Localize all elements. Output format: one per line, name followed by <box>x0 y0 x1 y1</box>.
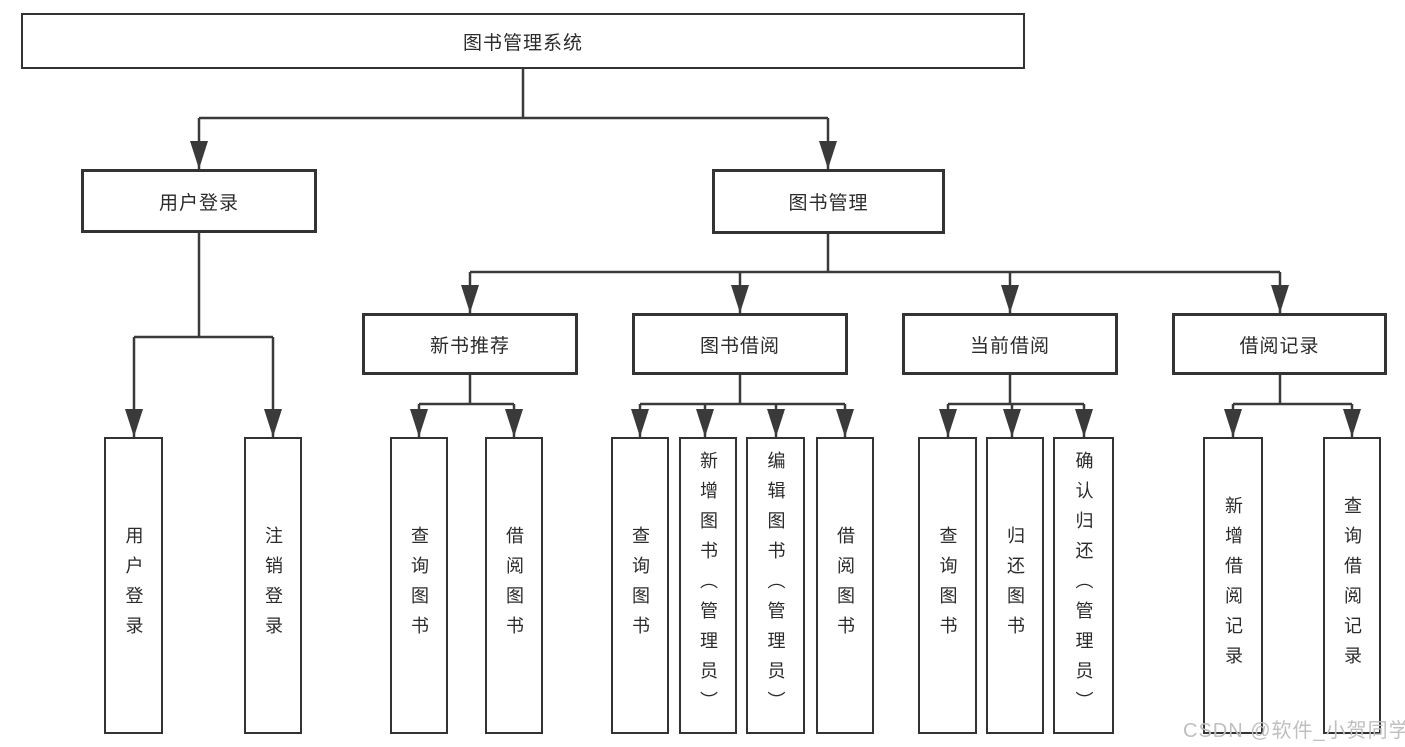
leaf-return-book: 归还图书 <box>986 437 1044 734</box>
leaf-logout: 注销登录 <box>244 437 302 734</box>
leaf-label: 用户登录 <box>123 525 144 646</box>
node-new-book-recommendation: 新书推荐 <box>362 313 578 375</box>
node-library-management-system: 图书管理系统 <box>21 13 1025 69</box>
connector-book-mgmt-to-modules <box>461 234 1289 313</box>
leaf-label: 新增借阅记录 <box>1223 495 1243 676</box>
leaf-query-borrow-record: 查询借阅记录 <box>1323 437 1381 734</box>
leaf-edit-book-admin: 编辑图书（管理员） <box>746 437 805 734</box>
connector-borrow-records-to-leaves <box>1224 375 1361 437</box>
leaf-label: 查询图书 <box>409 525 429 646</box>
leaf-add-book-admin: 新增图书（管理员） <box>679 437 737 734</box>
leaf-label: 借阅图书 <box>835 525 855 646</box>
connector-root-to-branches <box>190 69 837 169</box>
node-book-management-branch: 图书管理 <box>712 169 945 234</box>
leaf-label: 新增图书（管理员） <box>698 450 718 721</box>
node-user-login-branch: 用户登录 <box>81 169 317 233</box>
node-label: 用户登录 <box>158 192 239 214</box>
connector-current-borrow-to-leaves <box>939 375 1093 437</box>
leaf-query-books-current: 查询图书 <box>918 437 977 734</box>
leaf-label: 注销登录 <box>263 525 283 646</box>
leaf-borrow-books-rec: 借阅图书 <box>485 437 543 734</box>
leaf-label: 编辑图书（管理员） <box>765 450 786 721</box>
node-label: 新书推荐 <box>429 335 510 357</box>
connector-new-book-rec-to-leaves <box>410 375 523 437</box>
connector-user-login-to-leaves <box>125 233 282 437</box>
node-label: 当前借阅 <box>969 335 1050 357</box>
leaf-label: 借阅图书 <box>504 525 524 646</box>
leaf-borrow-books: 借阅图书 <box>816 437 874 734</box>
node-book-borrowing: 图书借阅 <box>632 313 848 375</box>
leaf-add-borrow-record: 新增借阅记录 <box>1203 437 1263 734</box>
node-label: 图书管理 <box>788 193 869 214</box>
node-current-borrowing: 当前借阅 <box>902 313 1118 375</box>
leaf-query-books-borrow: 查询图书 <box>611 437 669 734</box>
node-label: 图书管理系统 <box>462 32 583 54</box>
leaf-label: 查询图书 <box>937 525 958 646</box>
connector-book-borrow-to-leaves <box>631 375 854 437</box>
node-label: 借阅记录 <box>1239 335 1320 357</box>
watermark: CSDN @软件_小贺同学 <box>1183 720 1405 742</box>
leaf-label: 归还图书 <box>1005 525 1025 646</box>
node-borrowing-records: 借阅记录 <box>1172 313 1387 375</box>
node-label: 图书借阅 <box>699 335 780 357</box>
leaf-confirm-return-admin: 确认归还（管理员） <box>1053 437 1114 734</box>
leaf-label: 确认归还（管理员） <box>1073 450 1094 721</box>
leaf-label: 查询图书 <box>630 525 650 646</box>
leaf-label: 查询借阅记录 <box>1342 495 1362 676</box>
leaf-query-books-rec: 查询图书 <box>390 437 448 734</box>
leaf-user-login: 用户登录 <box>104 437 163 734</box>
